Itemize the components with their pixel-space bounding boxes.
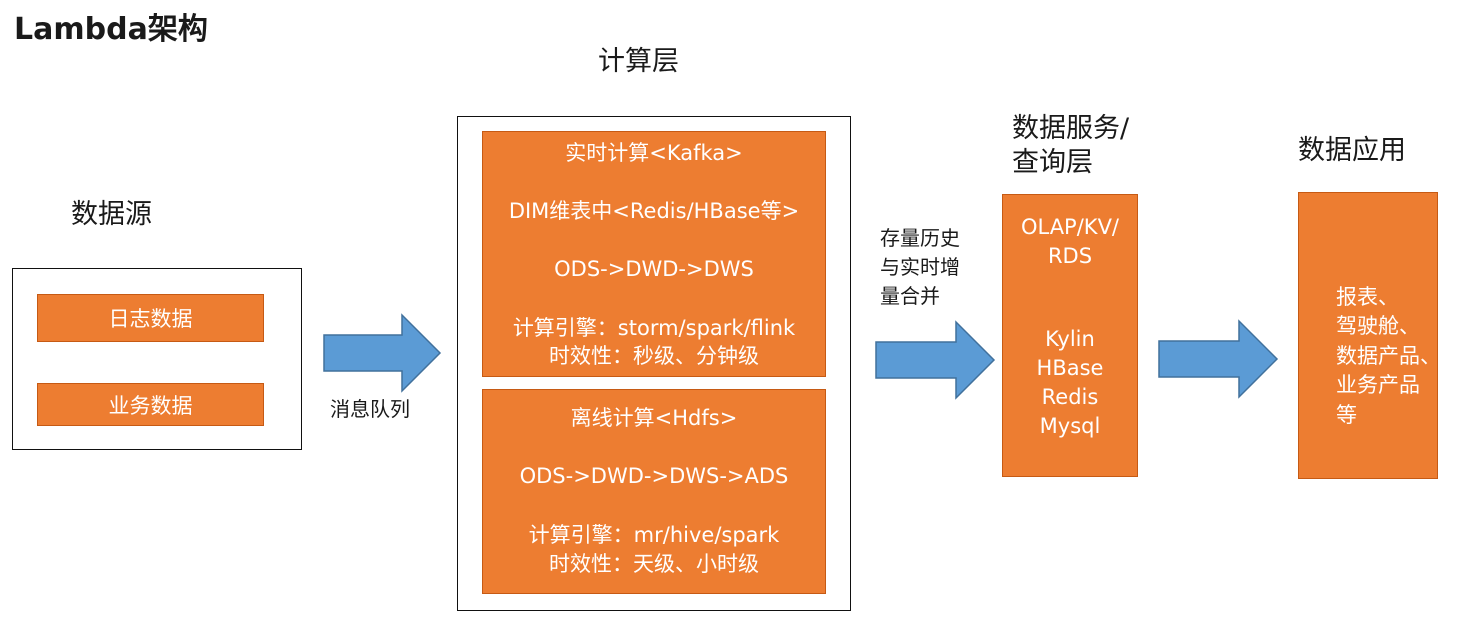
storage-line-kylin: Kylin [1045, 327, 1095, 351]
application-item-etc: 等 [1336, 402, 1357, 427]
arrow-serving-to-application [1157, 318, 1281, 400]
offline-compute-box [482, 389, 826, 594]
data-source-heading: 数据源 [71, 199, 152, 230]
storage-line-olap: OLAP/KV/ [1020, 215, 1120, 239]
merge-label: 存量历史 与实时增 量合并 [880, 224, 960, 311]
business-data-box: 业务数据 [37, 383, 264, 426]
serving-storage-top: OLAP/KV/ RDS [1002, 213, 1138, 271]
serving-storage-bottom: Kylin HBase Redis Mysql [1002, 325, 1138, 441]
application-box [1298, 192, 1438, 479]
realtime-flow-text: ODS->DWD->DWS [554, 257, 754, 281]
business-data-label: 业务数据 [108, 393, 193, 418]
arrow-source-to-compute [322, 312, 444, 394]
merge-label-line-3: 量合并 [880, 284, 940, 308]
log-data-label: 日志数据 [108, 307, 193, 331]
merge-label-line-1: 存量历史 [880, 226, 960, 250]
realtime-engine-text: 计算引擎：storm/spark/flink [512, 316, 796, 340]
right-arrow-icon [323, 313, 442, 393]
application-items: 报表、 驾驶舱、 数据产品、 业务产品 等 [1336, 283, 1441, 430]
storage-line-hbase: HBase [1036, 355, 1104, 380]
page-title: Lambda架构 [14, 12, 208, 47]
arrow-compute-to-serving [874, 319, 998, 401]
realtime-timeliness-text: 时效性：秒级、分钟级 [549, 344, 759, 368]
log-data-box: 日志数据 [37, 294, 264, 342]
offline-flow-text: ODS->DWD->DWS->ADS [519, 464, 789, 488]
serving-layer-heading: 数据服务/ 查询层 [1012, 112, 1129, 180]
application-heading: 数据应用 [1298, 135, 1406, 166]
serving-heading-line-1: 数据服务/ [1012, 113, 1130, 144]
offline-timeliness-text: 时效性：天级、小时级 [549, 552, 759, 576]
storage-line-redis: Redis [1041, 384, 1099, 409]
storage-line-rds: RDS [1047, 243, 1093, 268]
application-item-report: 报表、 [1336, 285, 1399, 309]
compute-layer-heading: 计算层 [598, 46, 679, 77]
offline-engine-text: 计算引擎：mr/hive/spark [528, 523, 780, 547]
realtime-compute-title: 实时计算<Kafka> [565, 141, 743, 165]
right-arrow-icon [875, 320, 996, 400]
serving-heading-line-2: 查询层 [1012, 146, 1093, 178]
offline-compute-title: 离线计算<Hdfs> [570, 406, 738, 430]
storage-line-mysql: Mysql [1039, 413, 1101, 438]
serving-storage-box [1002, 194, 1138, 477]
realtime-dim-text: DIM维表中<Redis/HBase等> [508, 199, 800, 223]
application-item-business-product: 业务产品 [1336, 373, 1420, 398]
application-item-cockpit: 驾驶舱、 [1336, 314, 1420, 339]
application-item-data-product: 数据产品、 [1336, 343, 1441, 368]
realtime-compute-box [482, 131, 826, 377]
right-arrow-icon [1158, 319, 1279, 399]
merge-label-line-2: 与实时增 [880, 255, 960, 279]
message-queue-label: 消息队列 [330, 397, 410, 421]
